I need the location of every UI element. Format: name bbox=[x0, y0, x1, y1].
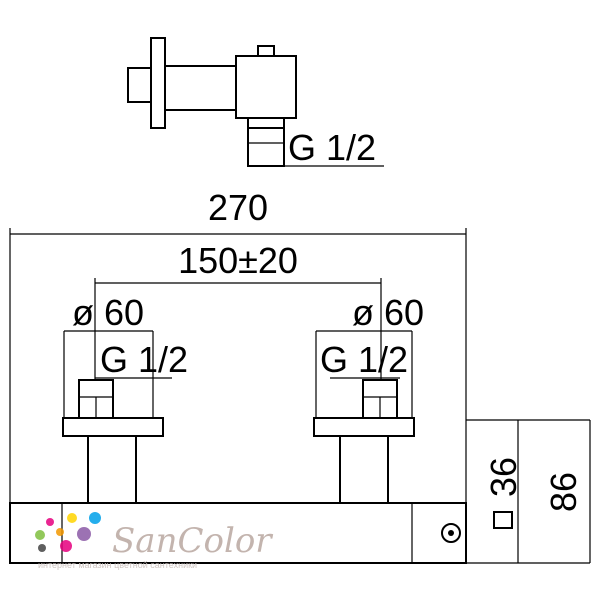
watermark-dot bbox=[89, 512, 101, 524]
watermark-dot bbox=[38, 544, 46, 552]
left-diameter-dimension bbox=[63, 330, 172, 420]
right-connector bbox=[313, 379, 415, 505]
side-view bbox=[465, 419, 591, 564]
watermark-dot bbox=[67, 513, 77, 523]
valve-knob bbox=[127, 67, 153, 103]
left-diameter-label: ø 60 bbox=[72, 292, 144, 333]
right-diameter-dimension bbox=[315, 330, 413, 420]
right-thread-label: G 1/2 bbox=[320, 339, 408, 380]
right-diameter-label: ø 60 bbox=[352, 292, 424, 333]
top-thread-label: G 1/2 bbox=[288, 127, 376, 168]
side-view-square-marker bbox=[493, 511, 513, 529]
mixer-handle-circle bbox=[441, 523, 461, 543]
valve-flange bbox=[150, 37, 166, 129]
watermark-brand: SanColor bbox=[112, 521, 273, 561]
left-flange bbox=[62, 417, 164, 437]
left-pipe bbox=[87, 435, 137, 505]
right-pipe bbox=[339, 435, 389, 505]
sancolor-watermark: SanColor интернет магазин цветной сантех… bbox=[35, 512, 273, 570]
watermark-tagline: интернет магазин цветной сантехники bbox=[38, 560, 197, 570]
valve-cap bbox=[257, 45, 275, 57]
watermark-dot bbox=[56, 528, 64, 536]
valve-body bbox=[235, 55, 297, 119]
watermark-dot bbox=[46, 518, 54, 526]
watermark-dot bbox=[77, 527, 91, 541]
overall-width-dimension bbox=[9, 228, 467, 503]
watermark-dot bbox=[60, 540, 72, 552]
right-flange bbox=[313, 417, 415, 437]
watermark-dot bbox=[35, 530, 45, 540]
valve-thread bbox=[247, 127, 285, 167]
overall-width-label: 270 bbox=[208, 187, 268, 228]
total-depth-label: 86 bbox=[543, 472, 584, 512]
left-thread-label: G 1/2 bbox=[100, 339, 188, 380]
body-height-label: 36 bbox=[483, 457, 524, 497]
center-distance-label: 150±20 bbox=[178, 240, 298, 281]
mixer-handle-center bbox=[448, 530, 454, 536]
valve-top-view bbox=[127, 37, 384, 167]
valve-nut bbox=[247, 117, 285, 129]
watermark-dots bbox=[35, 512, 101, 552]
left-connector bbox=[62, 379, 164, 505]
